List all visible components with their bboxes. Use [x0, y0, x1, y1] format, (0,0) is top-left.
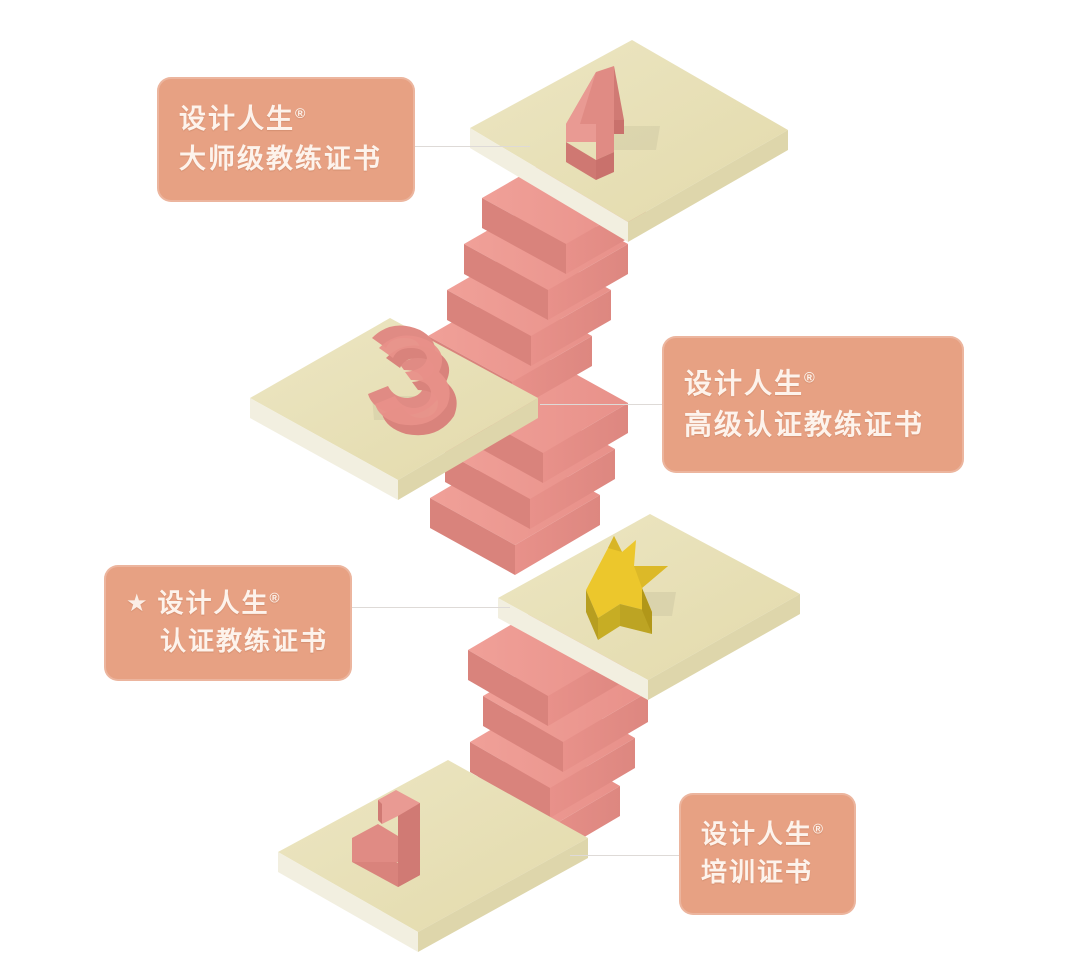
registered-mark-level-4: ® [295, 105, 306, 122]
label-line2-level-4: 大师级教练证书 [179, 143, 382, 174]
connector-line-level-1 [570, 855, 680, 856]
numeral-4-3d [566, 66, 624, 180]
connector-line-level-4 [410, 146, 530, 147]
numeral-3-3d [368, 325, 457, 436]
label-line1-row-level-1: 设计人生® [701, 816, 834, 854]
label-line1-level-2: 设计人生® [157, 588, 280, 619]
label-card-level-4[interactable]: 设计人生® 大师级教练证书 [157, 77, 415, 202]
star-marker-3d [586, 536, 668, 640]
platform-level-1 [278, 760, 588, 952]
label-line2-level-3: 高级认证教练证书 [684, 408, 925, 440]
label-card-level-3[interactable]: 设计人生® 高级认证教练证书 [662, 336, 964, 473]
numeral-1-3d [352, 790, 420, 887]
label-line2-level-2: 认证教练证书 [160, 626, 329, 656]
connector-line-level-2 [350, 607, 510, 608]
stairs-level2-to-level3 [430, 356, 628, 575]
label-line1-row-level-2: ★ 设计人生® [126, 585, 330, 623]
connector-line-level-3 [540, 404, 668, 405]
stairs-level3-to-level4 [428, 152, 646, 412]
registered-mark-level-3: ® [804, 370, 815, 387]
star-icon: ★ [126, 590, 148, 618]
registered-mark-level-1: ® [813, 821, 823, 837]
label-line2-level-1: 培训证书 [701, 857, 814, 887]
label-card-level-2[interactable]: ★ 设计人生® 认证教练证书 [104, 565, 352, 681]
label-line1-level-3: 设计人生® [684, 367, 815, 399]
label-line1-level-1: 设计人生® [701, 819, 823, 850]
platform-level-4 [470, 40, 788, 242]
label-line1-row-level-3: 设计人生® [684, 364, 942, 405]
platform-level-3 [250, 318, 538, 500]
registered-mark-level-2: ® [269, 590, 280, 606]
label-line1-level-4: 设计人生® [179, 104, 306, 135]
label-card-level-1[interactable]: 设计人生® 培训证书 [679, 793, 856, 915]
label-line1-row-level-4: 设计人生® [179, 100, 393, 139]
platform-level-2 [498, 514, 800, 700]
stairs-level1-to-level2 [455, 600, 648, 866]
